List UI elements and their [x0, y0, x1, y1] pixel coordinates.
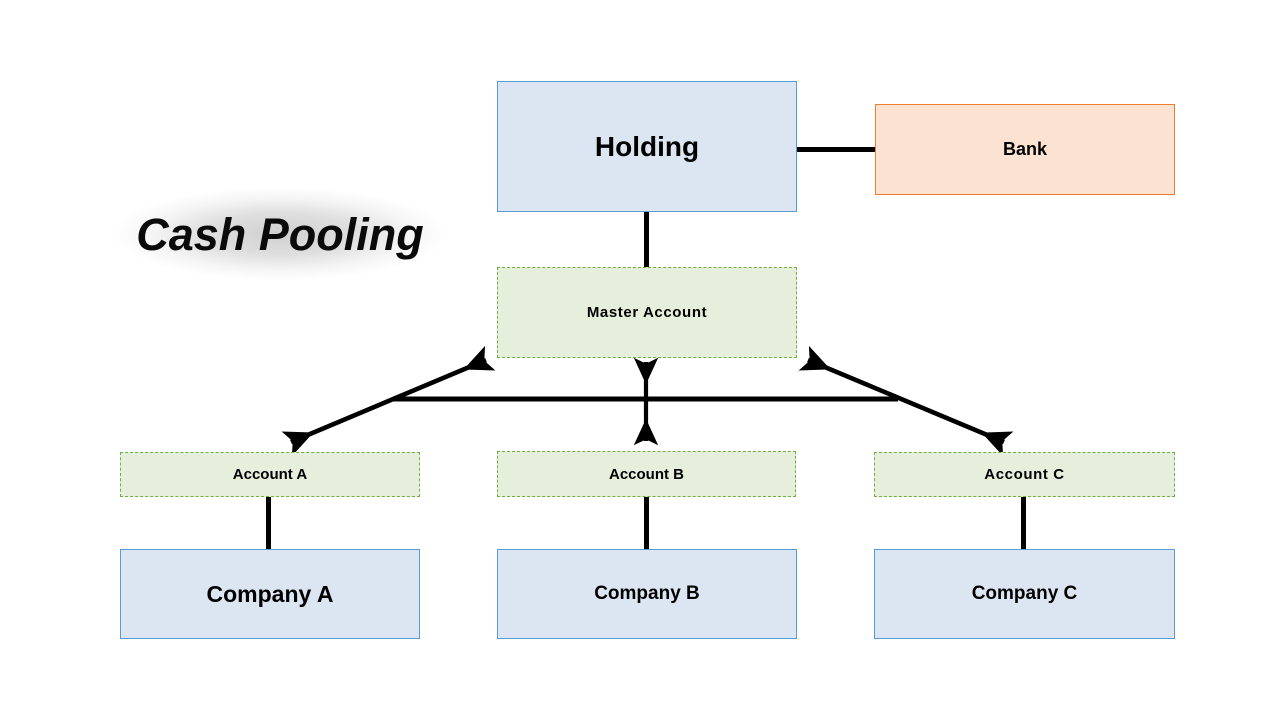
- node-account-b[interactable]: Account B: [497, 451, 796, 497]
- connector-account-b-to-company-b: [644, 495, 649, 551]
- connector-holding-to-bank: [796, 147, 876, 152]
- node-master-account-label: Master Account: [586, 304, 708, 321]
- node-master-account[interactable]: Master Account: [497, 267, 797, 358]
- connector-account-c-to-company-c: [1021, 495, 1026, 551]
- arrow-account-c-to-master-account: [798, 345, 1014, 457]
- node-bank[interactable]: Bank: [875, 104, 1175, 195]
- node-account-a[interactable]: Account A: [120, 452, 420, 497]
- node-account-b-label: Account B: [609, 465, 684, 483]
- node-account-c-label: Account C: [984, 466, 1065, 483]
- node-company-a-label: Company A: [206, 580, 334, 607]
- diagram-title-text: Cash Pooling: [136, 208, 424, 260]
- node-company-a[interactable]: Company A: [120, 549, 420, 639]
- node-company-b-label: Company B: [594, 583, 700, 604]
- node-holding[interactable]: Holding: [497, 81, 797, 212]
- node-account-c[interactable]: Account C: [874, 452, 1175, 497]
- node-company-b[interactable]: Company B: [497, 549, 797, 639]
- connector-account-a-to-company-a: [266, 495, 271, 551]
- node-account-a-label: Account A: [232, 466, 308, 483]
- node-bank-label: Bank: [1002, 139, 1047, 159]
- node-company-c[interactable]: Company C: [874, 549, 1175, 639]
- node-holding-label: Holding: [594, 130, 700, 162]
- diagram-title: Cash Pooling: [112, 182, 448, 286]
- arrow-account-a-to-master-account: [281, 345, 496, 457]
- connector-holding-to-master-account: [644, 211, 649, 268]
- node-company-c-label: Company C: [971, 583, 1078, 604]
